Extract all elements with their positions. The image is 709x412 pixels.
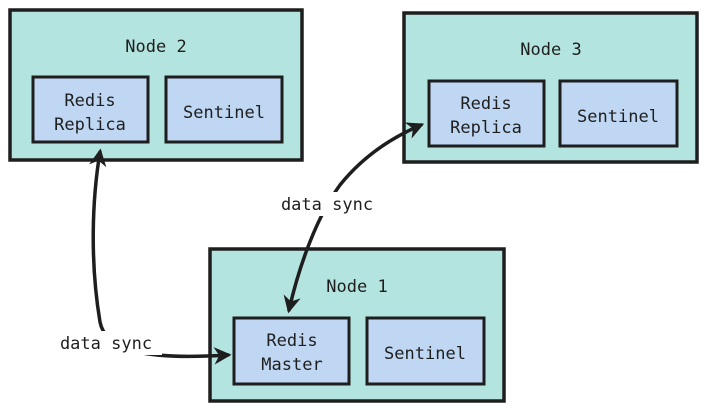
redis-master-label-line2: Master: [261, 355, 322, 375]
node-2[interactable]: Node 2 Redis Replica Sentinel: [8, 8, 304, 162]
node-3-redis-replica[interactable]: Redis Replica: [427, 79, 546, 148]
node-1[interactable]: Node 1 Redis Master Sentinel: [208, 247, 506, 403]
redis-replica-label-line1: Redis: [64, 91, 115, 111]
node-2-sentinel[interactable]: Sentinel: [164, 75, 284, 144]
edge-label-right: data sync: [271, 192, 383, 216]
node-1-title: Node 1: [326, 277, 387, 297]
redis-master-label-line1: Redis: [266, 331, 317, 351]
edge-label-left: data sync: [50, 331, 162, 355]
node-1-sentinel[interactable]: Sentinel: [365, 316, 486, 386]
node-3-sentinel[interactable]: Sentinel: [558, 79, 679, 148]
redis-replica-label-line1: Redis: [460, 94, 511, 114]
sentinel-label: Sentinel: [183, 103, 265, 123]
data-sync-label: data sync: [281, 195, 373, 215]
sentinel-label: Sentinel: [384, 344, 466, 364]
sync-arrow-left: [89, 148, 232, 365]
node-2-redis-replica[interactable]: Redis Replica: [31, 75, 150, 144]
data-sync-label: data sync: [60, 334, 152, 354]
sentinel-label: Sentinel: [577, 107, 659, 127]
node-3-title: Node 3: [520, 40, 581, 60]
redis-replica-label-line2: Replica: [450, 118, 522, 138]
sync-arrow-right: [283, 122, 425, 314]
node-2-title: Node 2: [125, 37, 186, 57]
node-1-redis-master[interactable]: Redis Master: [232, 316, 351, 386]
redis-replica-label-line2: Replica: [54, 115, 126, 135]
node-3[interactable]: Node 3 Redis Replica Sentinel: [402, 11, 699, 164]
